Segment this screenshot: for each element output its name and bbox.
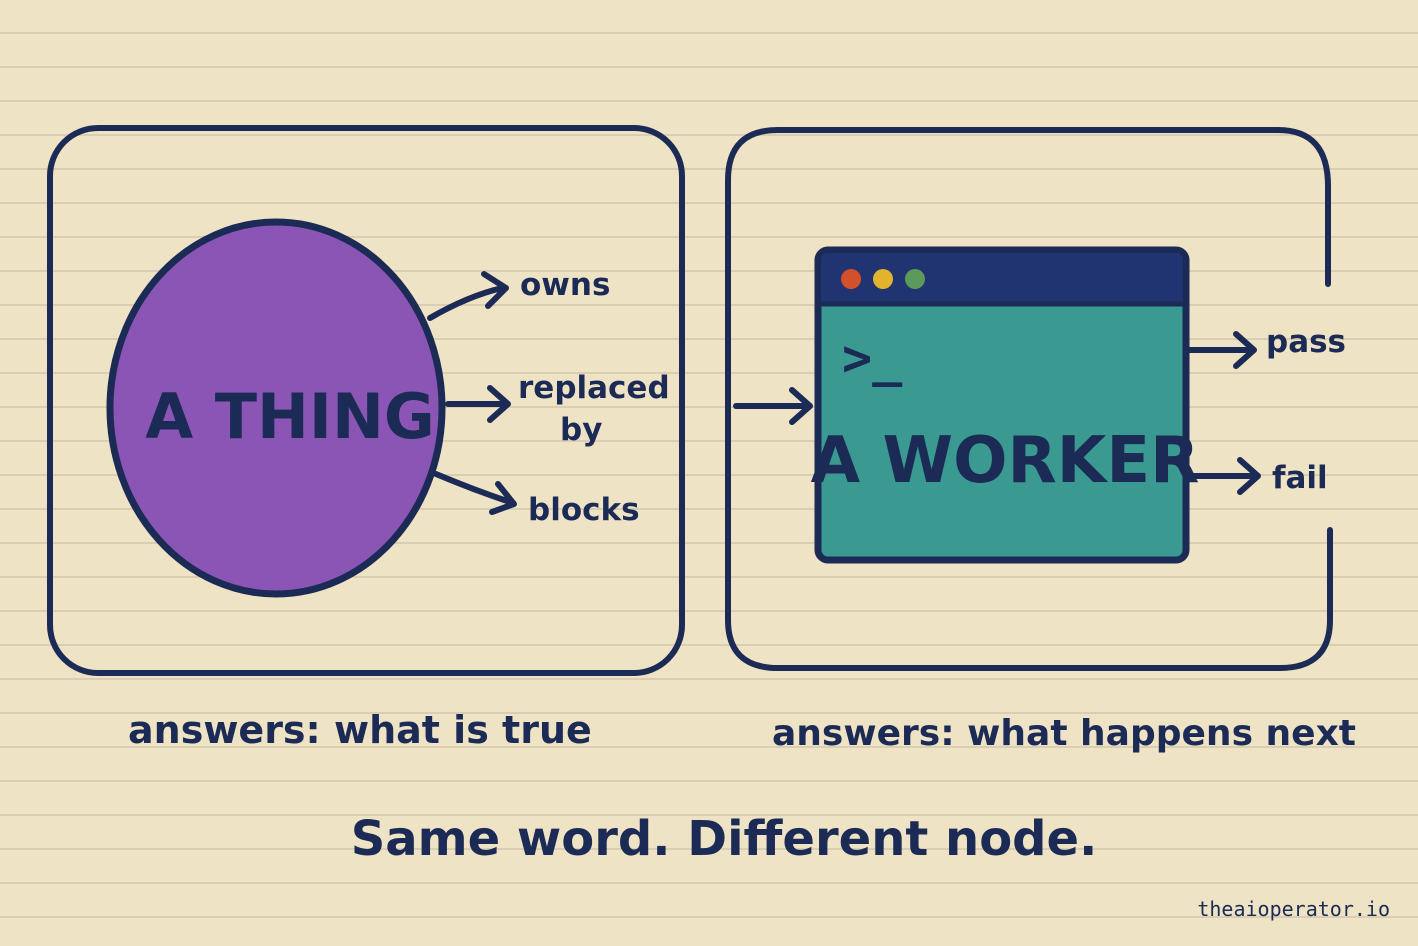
thing-node-label: A THING — [145, 380, 435, 453]
close-dot-icon — [841, 269, 861, 289]
attribution: theaioperator.io — [1197, 897, 1390, 921]
edge-blocks-arrow — [433, 471, 513, 505]
output-pass-arrowhead — [1233, 331, 1257, 369]
edge-owns: owns — [427, 267, 610, 321]
right-panel-frame — [725, 127, 1333, 671]
minimize-dot-icon — [873, 269, 893, 289]
worker-window — [814, 246, 1190, 564]
input-arrow — [733, 387, 813, 425]
edge-replaced-by-label-line1: replaced — [518, 370, 670, 406]
output-fail-label: fail — [1272, 460, 1328, 496]
edge-blocks: blocks — [433, 471, 640, 528]
output-pass-label: pass — [1266, 324, 1346, 360]
edge-blocks-label: blocks — [528, 492, 640, 528]
right-caption: answers: what happens next — [772, 713, 1356, 754]
output-pass: pass — [1187, 324, 1346, 369]
worker-node: >_ A WORKER — [811, 246, 1200, 564]
worker-node-label: A WORKER — [811, 424, 1200, 498]
maximize-dot-icon — [905, 269, 925, 289]
left-panel-frame — [47, 125, 685, 676]
edge-replaced-by-label-line2: by — [560, 412, 602, 448]
edge-replaced-by: replaced by — [445, 370, 670, 448]
right-panel: >_ A WORKER pass fail answers: what happ… — [725, 127, 1356, 754]
left-caption: answers: what is true — [128, 708, 592, 752]
edge-blocks-arrowhead — [489, 481, 517, 515]
terminal-prompt-icon: >_ — [842, 329, 903, 387]
edge-owns-arrow — [427, 285, 505, 321]
worker-window-titlebar — [821, 253, 1183, 304]
edge-replaced-by-arrowhead — [487, 385, 511, 423]
output-fail-arrowhead — [1237, 457, 1261, 495]
edge-owns-arrowhead — [481, 271, 509, 309]
left-panel: A THING owns replaced by blocks answers:… — [47, 125, 685, 752]
thing-node — [106, 218, 446, 598]
output-fail: fail — [1187, 457, 1328, 496]
edge-owns-label: owns — [520, 267, 610, 303]
headline: Same word. Different node. — [351, 811, 1098, 867]
